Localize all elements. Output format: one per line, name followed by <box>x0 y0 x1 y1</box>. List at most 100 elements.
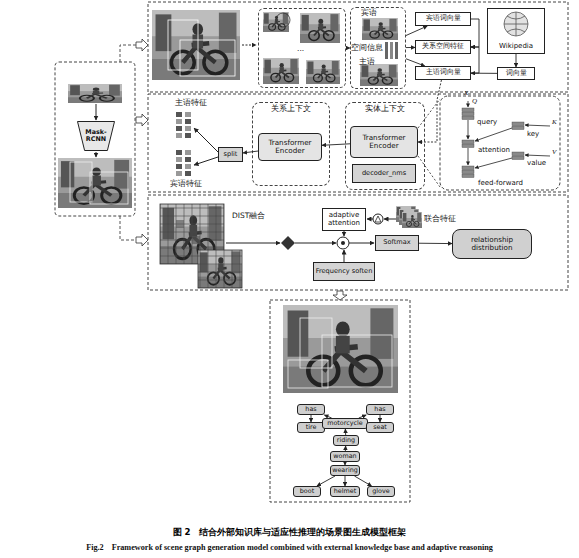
context-group: 实体上下文Transformer Encoderdecoder_nms <box>345 102 425 190</box>
flow-arrow <box>194 157 218 165</box>
output-box: relationship distribution <box>452 229 532 259</box>
connector-arrow <box>346 48 350 49</box>
attention-bar <box>462 174 474 178</box>
grid-feature-map <box>198 250 242 288</box>
attention-bar <box>512 122 524 126</box>
node-text: Transformer Encoder <box>259 139 321 155</box>
feature-bar <box>185 171 191 176</box>
wikipedia-globe <box>504 12 528 36</box>
context-group: 关系上下文Transformer Encoder <box>252 102 330 186</box>
flow-arrow <box>468 101 550 168</box>
node-text: Softmax <box>383 239 410 246</box>
segmented-photo <box>90 172 128 204</box>
crop-thumbnail <box>263 12 340 84</box>
connector-arrow <box>317 476 335 486</box>
label-text: 联合特征 <box>424 215 456 223</box>
process-box: Softmax <box>375 235 419 251</box>
feature-bar <box>176 171 182 176</box>
feature-bar <box>185 112 191 117</box>
label-text: X <box>464 90 468 98</box>
hollow-arrow <box>136 234 148 246</box>
graph-node: has <box>366 404 394 415</box>
node-text: 宾语 <box>361 9 377 17</box>
node-text: wearing <box>332 467 358 474</box>
dashed-lead <box>418 156 440 187</box>
spatial-thumbnail <box>362 18 398 40</box>
connector-arrow <box>359 415 367 418</box>
connector-arrow <box>345 476 346 486</box>
graph-node: riding <box>333 435 359 446</box>
process-box: split <box>218 147 243 162</box>
encoder-box: Transformer Encoder <box>350 126 418 158</box>
attention-bar <box>462 140 474 144</box>
wikipedia-globe <box>504 12 528 36</box>
flow-arrow <box>344 231 345 236</box>
spatial-thumbnail <box>360 64 398 86</box>
flow-arrow <box>475 158 512 168</box>
label-text: feed-forward <box>478 180 523 188</box>
dashed-lead <box>120 45 136 240</box>
feature-bar <box>185 126 191 131</box>
flow-arrow <box>384 219 396 220</box>
graph-node: glove <box>367 486 395 497</box>
dashed-lead <box>418 99 440 128</box>
label-text: 主语特征 <box>175 99 207 107</box>
flow-arrow <box>468 148 469 165</box>
feature-bar <box>185 150 191 155</box>
input-photo <box>68 84 122 103</box>
connector-arrow <box>471 73 497 74</box>
flow-arrow <box>96 104 97 120</box>
node-text: Transformer Encoder <box>351 134 417 150</box>
connector-arrow <box>406 47 415 48</box>
connector-arrow <box>418 80 441 142</box>
scene-photo <box>152 10 240 80</box>
graph-node: tire <box>297 422 325 433</box>
node-text: has <box>305 406 316 413</box>
node-text: 实体上下文 <box>365 105 405 113</box>
feature-bar <box>176 133 182 138</box>
connector-arrow <box>354 476 371 486</box>
joint-feature-stack <box>402 212 422 228</box>
connector-arrow <box>243 151 258 153</box>
result-photo <box>283 305 398 393</box>
flow-arrow <box>226 219 396 262</box>
process-box: 关系空间特征 <box>415 40 471 54</box>
product-operator <box>341 241 345 245</box>
crop-thumbnail <box>276 13 290 27</box>
connector-arrow <box>471 47 479 73</box>
connector-arrow <box>345 446 346 451</box>
flow-arrow <box>242 45 256 46</box>
node-text: ... <box>297 45 304 53</box>
node-text: seat <box>373 424 387 431</box>
joint-feature-stack <box>396 206 422 228</box>
connector-arrow <box>345 462 346 465</box>
fusion-diamond <box>281 236 295 250</box>
scene-photo <box>180 40 235 76</box>
graph-node: has <box>297 404 325 415</box>
attention-bar <box>462 170 474 174</box>
connector-arrow <box>311 415 312 422</box>
node-text: 宾语词向量 <box>426 15 461 23</box>
node-text: woman <box>333 453 356 460</box>
node-text: riding <box>337 437 355 444</box>
hollow-arrow <box>333 291 347 300</box>
flow-arrow <box>525 155 550 156</box>
delta-operator <box>373 214 383 224</box>
product-operator <box>337 237 349 249</box>
spatial-thumbnail <box>395 42 398 59</box>
node-text: Frequency soften <box>316 268 373 275</box>
attention-bar <box>512 152 524 156</box>
spatial-thumbnail <box>390 42 393 59</box>
crop-thumbnail <box>306 60 340 84</box>
label-text: key <box>527 131 539 139</box>
feature-bar <box>176 164 182 169</box>
flow-arrow <box>194 128 218 165</box>
node-text: adaptive attention <box>323 212 365 227</box>
graph-node: helmet <box>330 486 360 497</box>
feature-bar <box>176 119 182 124</box>
connector-arrow <box>406 59 425 66</box>
label-text: value <box>527 160 546 168</box>
label-text: Q <box>472 98 477 106</box>
connector-arrow <box>516 54 517 67</box>
